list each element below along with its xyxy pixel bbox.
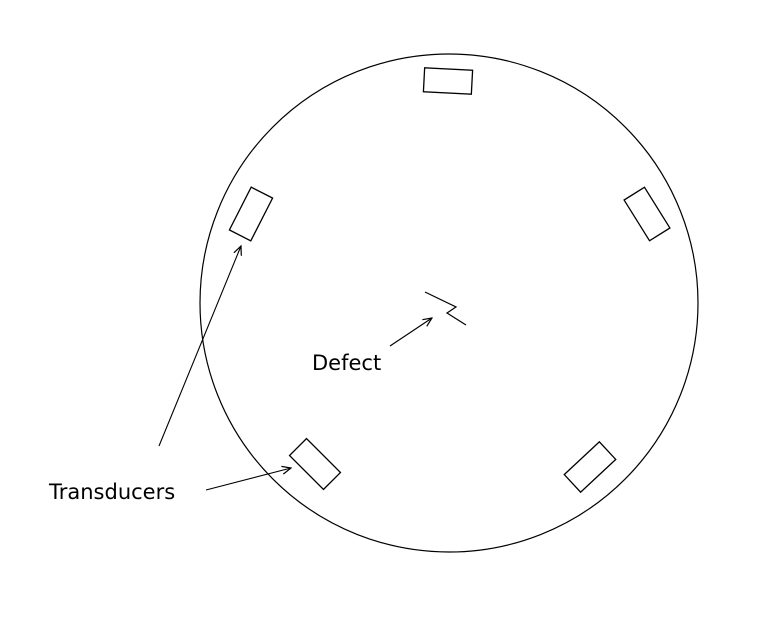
defect-crack	[424, 291, 467, 326]
transducers-label: Transducers	[49, 480, 176, 504]
specimen-circle	[199, 53, 699, 553]
transducer-upper-left	[228, 186, 274, 242]
transducer-upper-right	[623, 186, 671, 242]
transducer-top	[422, 67, 474, 95]
transducer-arrow-upper	[158, 246, 241, 447]
transducer-arrow-lower	[205, 468, 291, 491]
defect-arrow	[389, 318, 432, 347]
transducer-lower-right	[563, 440, 617, 494]
transducer-lower-left	[288, 437, 342, 491]
defect-label: Defect	[312, 351, 382, 375]
